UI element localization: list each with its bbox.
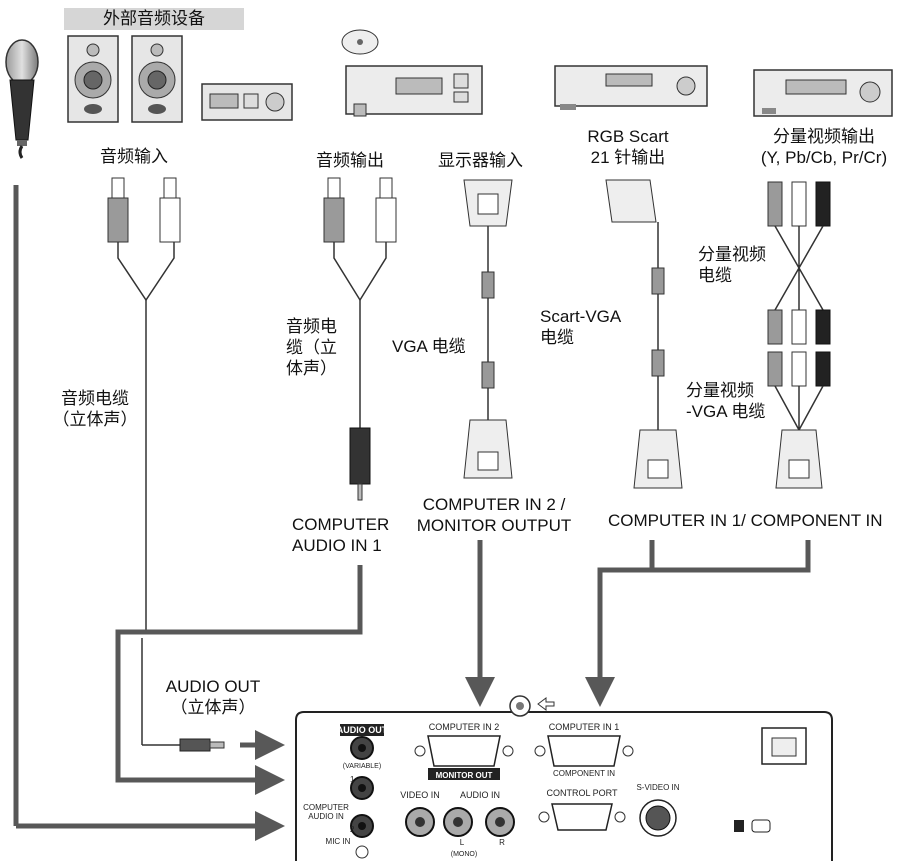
panel-l-label: L: [460, 838, 465, 847]
component-cable: [767, 181, 831, 489]
audio-out-plug: [141, 638, 225, 752]
arrows: [115, 540, 811, 795]
dvd-player-icon: [753, 69, 893, 117]
microphone-icon: [5, 39, 39, 159]
panel-num-1: 1: [350, 775, 355, 784]
vga-cable: [463, 179, 513, 479]
rgb-scart-label: RGB Scart 21 针输出: [587, 127, 669, 167]
projector-panel: [295, 695, 833, 861]
computer-audio-in-1-label: COMPUTER AUDIO IN 1: [292, 515, 390, 555]
panel-computer-in-2-label: COMPUTER IN 2: [429, 722, 500, 732]
panel-s-video-label: S-VIDEO IN: [636, 783, 679, 792]
scart-vga-cable-label: Scart-VGA 电缆: [540, 307, 622, 347]
audio-cable-mid: [323, 177, 397, 501]
audio-input-label: 音频输入: [100, 147, 168, 166]
panel-computer-in-1-label: COMPUTER IN 1: [549, 722, 620, 732]
amplifier-icon: [201, 83, 293, 121]
panel-labels: AUDIO OUT (VARIABLE) COMPUTER IN 2 COMPU…: [303, 722, 680, 858]
audio-cable-left-label: 音频电缆 （立体声）: [52, 389, 138, 429]
panel-control-port-label: CONTROL PORT: [546, 788, 618, 798]
panel-variable-label: (VARIABLE): [343, 763, 381, 770]
panel-mono-label: (MONO): [451, 851, 477, 858]
panel-audio-in-label: AUDIO IN: [460, 790, 500, 800]
panel-component-in-label: COMPONENT IN: [553, 769, 615, 778]
audio-output-label: 音频输出: [316, 151, 384, 170]
mic-cable: [13, 185, 285, 841]
component-vga-cable-label: 分量视频 -VGA 电缆: [686, 381, 766, 421]
panel-monitor-out-label: MONITOR OUT: [436, 771, 493, 780]
monitor-input-label: 显示器输入: [438, 151, 523, 170]
computer-in-2-label: COMPUTER IN 2 / MONITOR OUTPUT: [416, 495, 572, 535]
panel-mic-in-label: MIC IN: [326, 837, 351, 846]
vcr-icon: [554, 65, 708, 110]
panel-video-in-label: VIDEO IN: [400, 790, 440, 800]
cd-player-icon: [341, 29, 483, 117]
vga-cable-label: VGA 电缆: [392, 337, 466, 356]
audio-out-label: AUDIO OUT （立体声）: [165, 677, 261, 717]
speaker-right-icon: [131, 35, 183, 123]
external-audio-header: 外部音频设备: [64, 8, 244, 30]
audio-y-cable-left: [107, 177, 181, 630]
component-output-label: 分量视频输出 (Y, Pb/Cb, Pr/Cr): [760, 127, 888, 167]
panel-r-label: R: [499, 838, 505, 847]
panel-num-2: 2: [350, 825, 355, 834]
computer-in-1-label: COMPUTER IN 1/ COMPONENT IN: [608, 511, 883, 530]
component-cable-label: 分量视频 电缆: [698, 245, 766, 285]
scart-vga-cable: [605, 179, 683, 489]
speaker-left-icon: [67, 35, 119, 123]
audio-cable-mid-label: 音频电 缆（立 体声）: [286, 317, 337, 378]
panel-audio-out-label: AUDIO OUT: [337, 725, 388, 735]
